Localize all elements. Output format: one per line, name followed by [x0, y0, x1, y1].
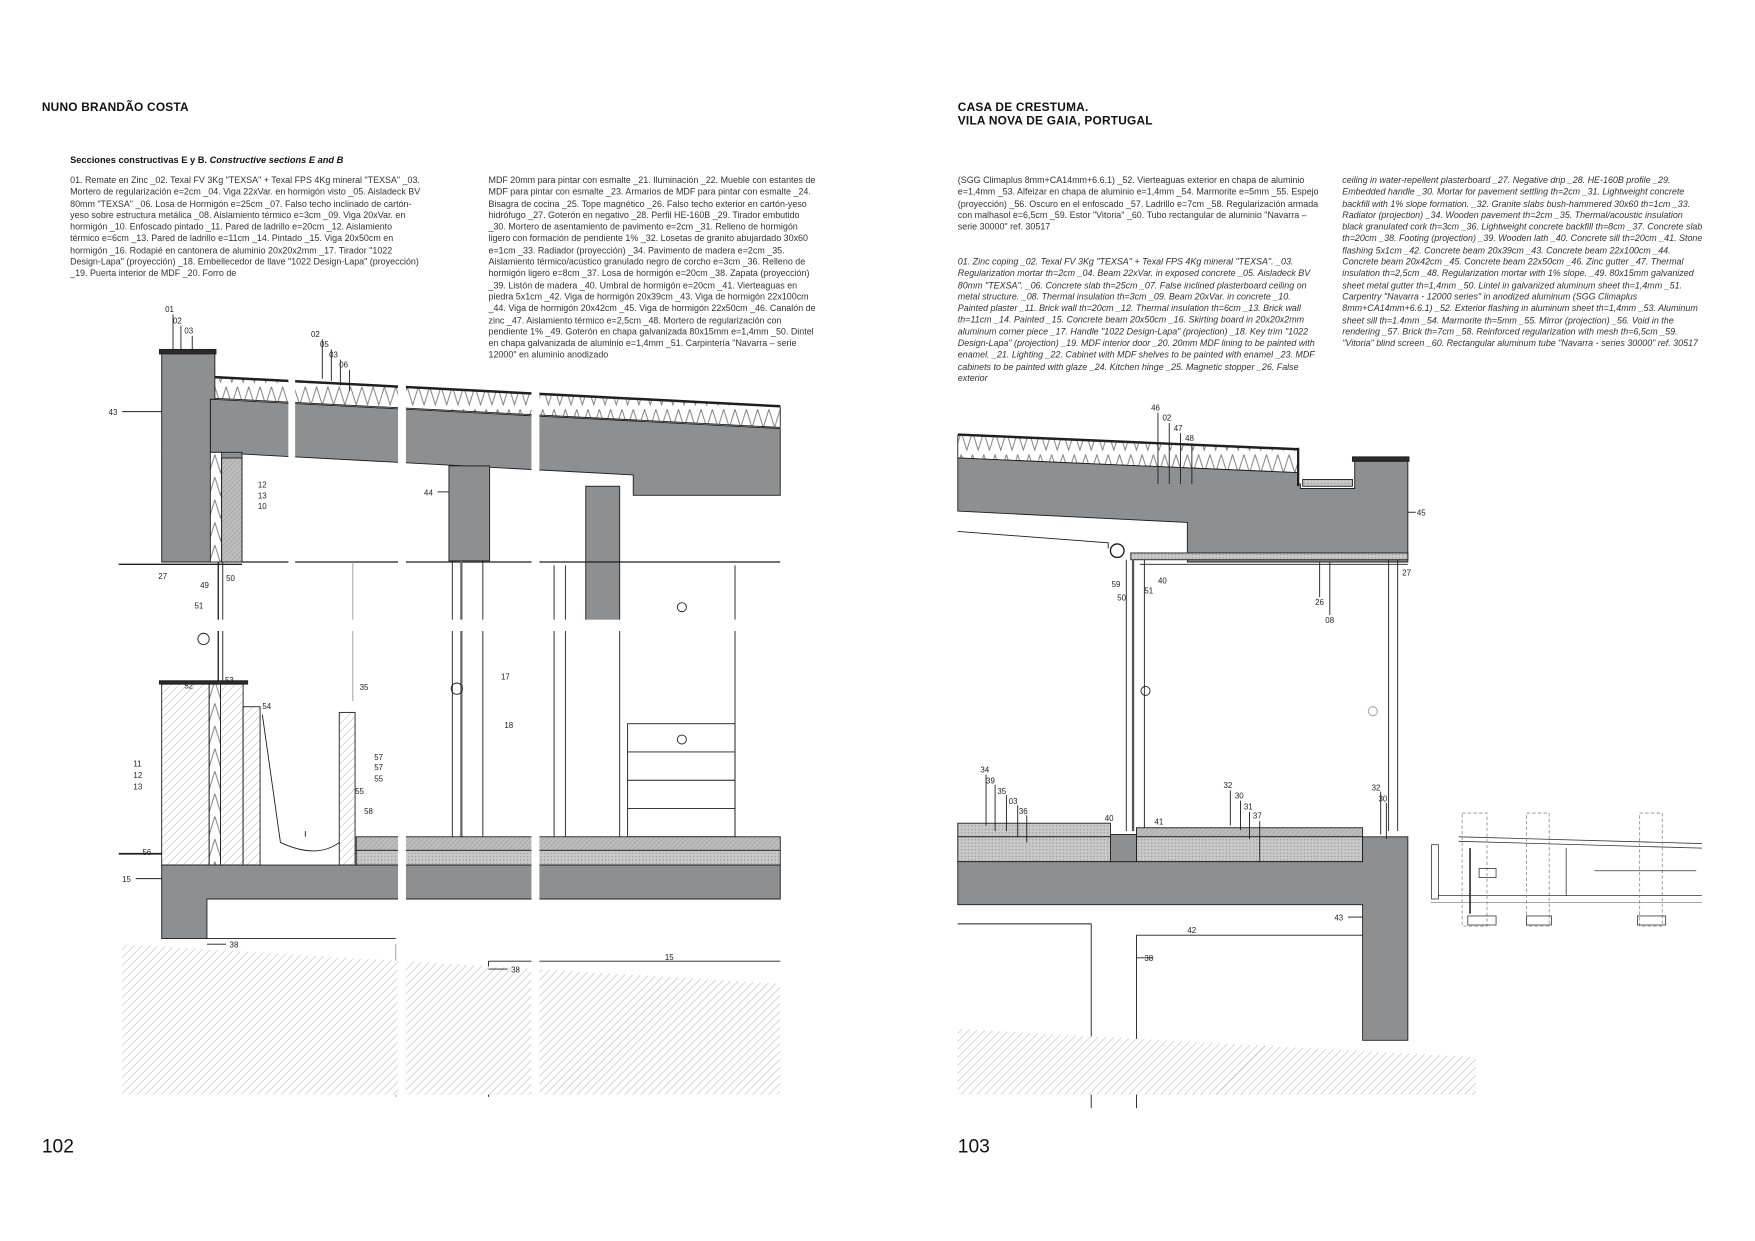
- drawing-label: 36: [1019, 807, 1028, 816]
- drawing-label: 26: [1315, 598, 1324, 607]
- zinc-coping: [158, 348, 217, 355]
- drawing-label: 08: [1325, 616, 1334, 625]
- section-heading: Secciones constructivas E y B. Construct…: [70, 155, 343, 165]
- legend-es-col1: 01. Remate en Zinc _02. Texal FV 3Kg "TE…: [70, 175, 421, 279]
- drawing-label: 01: [165, 305, 174, 314]
- drawing-label: 06: [339, 361, 348, 370]
- drawing-label: 02: [173, 316, 182, 325]
- drawing-label: 44: [424, 488, 433, 497]
- section-heading-en: Constructive sections E and B: [209, 154, 344, 166]
- drawing-label: 32: [1224, 781, 1233, 790]
- drawing-label: 30: [1235, 791, 1244, 800]
- drawing-label: 17: [501, 673, 510, 682]
- page-number-right: 103: [957, 1135, 990, 1157]
- lighting-symbol: [197, 632, 210, 646]
- ground-hatch: [957, 1029, 1476, 1095]
- legend-en-col2: ceiling in water-repellent plasterboard …: [1342, 175, 1703, 349]
- ground-hatch: [122, 944, 781, 1095]
- drawing-label: 02: [311, 330, 320, 339]
- drawing-label: 38: [230, 941, 239, 950]
- drawing-label: 38: [1144, 954, 1153, 963]
- legend-en-col1: 01. Zinc coping _02. Texal FV 3Kg "TEXSA…: [957, 256, 1315, 384]
- drawing-label: 40: [1158, 576, 1167, 585]
- drawing-label: 57: [374, 753, 383, 762]
- roof-slab: [957, 457, 1409, 563]
- drawing-label: 02: [1162, 414, 1171, 423]
- section-b-labels: 46 02 47 48 45 59 50 51 40 26 08 27 34 3…: [980, 403, 1426, 963]
- drawing-label: 10: [258, 502, 267, 511]
- drawing-label: 57: [374, 763, 383, 772]
- drawing-label: 27: [1402, 569, 1411, 578]
- drawing-label: 05: [320, 340, 329, 349]
- beam-central: [585, 485, 621, 623]
- drawing-label: 43: [1334, 913, 1343, 922]
- drawing-label: 41: [1155, 817, 1164, 826]
- drawing-label: 55: [355, 787, 364, 796]
- drawing-label: 58: [364, 807, 373, 816]
- legend-es-col3: (SGG Climaplus 8mm+CA14mm+6.6.1) _52. Vi…: [957, 175, 1319, 233]
- fragment-gaps: [118, 373, 786, 1109]
- drawing-label: 37: [1253, 812, 1262, 821]
- drawing-label: 34: [980, 765, 989, 774]
- drawing-label: 11: [133, 760, 142, 769]
- floor-slab: [957, 836, 1409, 1041]
- project-title-line2: VILA NOVA DE GAIA, PORTUGAL: [957, 114, 1153, 128]
- drawing-label: 56: [142, 848, 151, 857]
- floor-slab: [161, 864, 781, 940]
- beam-44: [448, 465, 491, 562]
- section-heading-es: Secciones constructivas E y B.: [70, 154, 207, 166]
- key-section-thumbnail: [1430, 812, 1702, 927]
- drawing-label: 45: [1417, 509, 1426, 518]
- drawing-label: 42: [1187, 926, 1196, 935]
- drawing-label: 51: [194, 601, 203, 610]
- drawing-label: 12: [133, 771, 142, 780]
- drawing-label: 35: [997, 787, 1006, 796]
- drawing-label: 53: [225, 676, 234, 685]
- drawing-label: 59: [1112, 580, 1121, 589]
- project-title-line1: CASA DE CRESTUMA.: [957, 100, 1089, 115]
- drawing-label: 46: [1151, 403, 1160, 412]
- project-title: CASA DE CRESTUMA. VILA NOVA DE GAIA, POR…: [958, 101, 1153, 128]
- drawing-label: 54: [262, 702, 271, 711]
- drawing-label: 27: [158, 572, 167, 581]
- drawing-label: 35: [360, 683, 369, 692]
- drawing-label: 13: [133, 782, 142, 791]
- drawing-label: 15: [665, 953, 674, 962]
- zinc-gutter: [1351, 456, 1410, 462]
- drawing-label: 38: [511, 965, 520, 974]
- drawing-label: 31: [1244, 803, 1253, 812]
- drawing-label: 51: [1144, 587, 1153, 596]
- section-b-drawing: [957, 412, 1476, 1109]
- page-number-left: 102: [41, 1135, 74, 1157]
- drawing-label: 52: [184, 682, 193, 691]
- blind-roller: [1109, 543, 1125, 559]
- drawing-label: 50: [1117, 593, 1126, 602]
- section-e-drawing: [118, 314, 781, 1097]
- drawing-label: 50: [226, 574, 235, 583]
- drawing-label: 47: [1174, 424, 1183, 433]
- drawing-label: 39: [986, 777, 995, 786]
- drawing-label: 03: [1009, 797, 1018, 806]
- drawing-label: 49: [200, 581, 209, 590]
- author-title: NUNO BRANDÃO COSTA: [41, 100, 189, 115]
- drawing-label: 03: [184, 327, 193, 336]
- drawing-label: 48: [1185, 434, 1194, 443]
- drawing-label: 03: [329, 350, 338, 359]
- drawing-label: 12: [258, 480, 267, 489]
- drawing-label: 13: [258, 492, 267, 501]
- drawing-label: 32: [1372, 783, 1381, 792]
- drawing-label: 30: [1378, 795, 1387, 804]
- sink: [261, 714, 354, 852]
- drawing-label: 43: [109, 408, 118, 417]
- drawing-label: 18: [504, 721, 513, 730]
- drawing-label: 40: [1105, 814, 1114, 823]
- section-e-labels: 01 02 03 43 02 05 03 06 12 13 10 44 27 4…: [109, 305, 675, 974]
- drawing-label: 55: [374, 774, 383, 783]
- legend-es-col2: MDF 20mm para pintar con esmalte _21. Il…: [488, 175, 816, 361]
- drawing-label: 15: [122, 875, 131, 884]
